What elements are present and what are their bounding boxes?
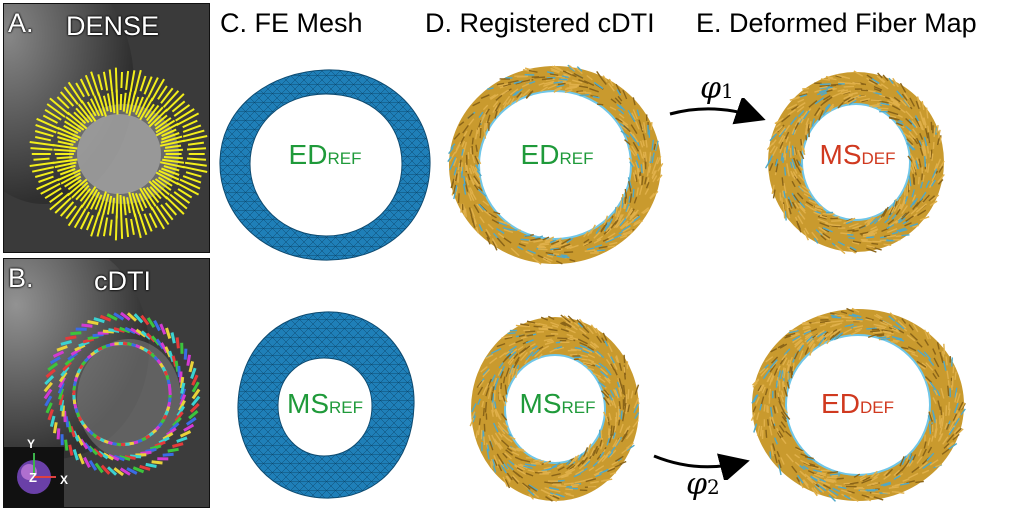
cdti-image (4, 259, 209, 507)
deformed-fiber-ed-ring (750, 307, 966, 502)
panel-b-letter: B. (8, 263, 34, 293)
panel-c-header: C. FE Mesh (220, 8, 363, 38)
cdti-fiber-glyphs (43, 311, 201, 477)
deformed-ed-def-label: EDDEF (821, 388, 894, 419)
deformed-ms-def-label: MSDEF (819, 139, 896, 170)
mesh-ms-ref-label: MSREF (287, 388, 363, 419)
axis-x-label: X (60, 473, 69, 487)
phi2-arrow (653, 453, 750, 480)
panel-a-letter: A. (8, 8, 34, 38)
mesh-ed-ref-label: EDREF (288, 139, 362, 170)
panel-e-header: E. Deformed Fiber Map (696, 8, 977, 38)
dense-panel: A. DENSE (3, 3, 210, 253)
registered-cdti-ms-ring (469, 314, 640, 502)
registered-ms-ref-label: MSREF (519, 388, 596, 419)
phi1-label: φ1 (700, 71, 734, 106)
deformed-fiber-ms-ring (764, 70, 945, 255)
panel-b-title: cDTI (94, 266, 151, 296)
axis-y-label: Y (27, 437, 36, 451)
phi2-label: φ2 (686, 467, 720, 502)
fe-mesh-ms-ring (237, 311, 415, 499)
registered-cdti-ed-ring (447, 64, 664, 265)
phi1-arrow (669, 98, 766, 125)
registered-ed-ref-label: EDREF (520, 139, 594, 170)
panel-d-header: D. Registered cDTI (425, 8, 655, 38)
dense-image (4, 4, 209, 252)
dense-displacement-arrows (29, 67, 208, 241)
fe-mesh-ed-ring (219, 69, 431, 261)
panel-a-title: DENSE (66, 11, 160, 41)
cdti-panel: B. cDTI Y Z X (3, 258, 210, 508)
axis-z-label: Z (29, 470, 37, 485)
